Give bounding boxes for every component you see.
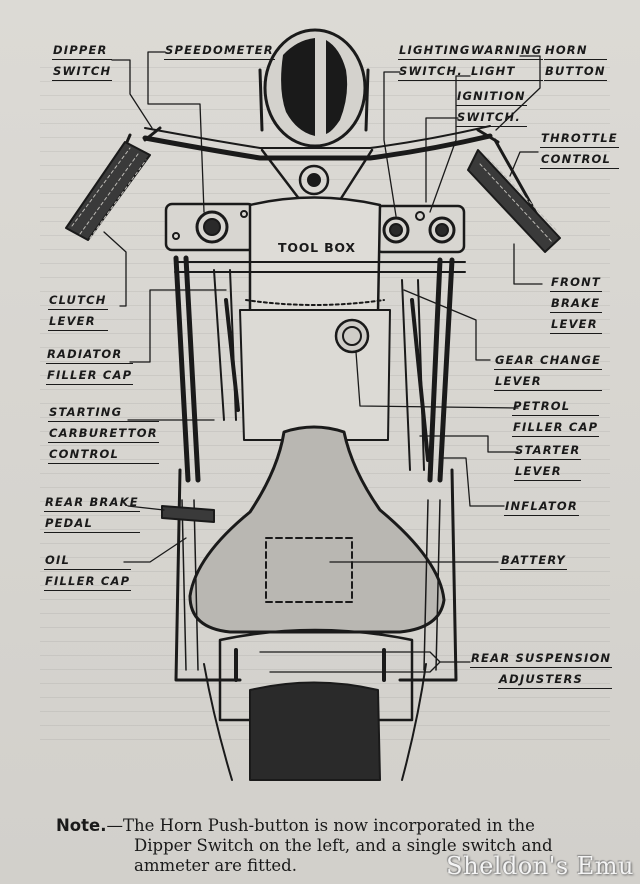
label-line: STARTER	[514, 442, 582, 460]
label-horn-button: HORN BUTTON	[544, 42, 607, 84]
label-line: BRAKE	[550, 295, 602, 313]
label-line: REAR BRAKE	[44, 494, 140, 512]
label-battery: BATTERY	[500, 552, 567, 573]
label-dipper-switch: DIPPER SWITCH	[52, 42, 113, 84]
label-petrol-filler-cap: PETROL FILLER CAP	[512, 398, 600, 440]
label-line: OIL	[44, 552, 132, 570]
label-line: LEVER	[514, 463, 582, 481]
label-line: PEDAL	[44, 515, 140, 533]
label-line: SWITCH.	[398, 63, 472, 81]
note-paragraph: Note.—The Horn Push-button is now incorp…	[56, 816, 616, 876]
seat	[188, 425, 446, 634]
label-line: FRONT	[550, 274, 602, 292]
label-starting-carburettor-control: STARTING CARBURETTOR CONTROL	[48, 404, 159, 467]
note-lead: Note.	[56, 816, 107, 835]
handlebar	[98, 125, 542, 222]
toolbox-text: TOOL BOX	[278, 240, 356, 255]
label-starter-lever: STARTER LEVER	[514, 442, 582, 484]
label-line: STARTING	[48, 404, 159, 422]
label-line: IGNITION	[456, 88, 527, 106]
label-clutch-lever: CLUTCH LEVER	[48, 292, 108, 334]
note-line-3: ammeter are fitted.	[134, 856, 297, 875]
label-throttle-control: THROTTLE CONTROL	[540, 130, 619, 172]
label-line: ADJUSTERS	[498, 671, 613, 689]
label-line: LIGHT	[470, 63, 544, 81]
note-line-2: Dipper Switch on the left, and a single …	[134, 836, 553, 855]
label-line: SWITCH	[52, 63, 113, 81]
label-rear-brake-pedal: REAR BRAKE PEDAL	[44, 494, 140, 536]
left-instrument-panel	[164, 202, 256, 252]
label-line: LIGHTING	[398, 42, 472, 60]
label-oil-filler-cap: OIL FILLER CAP	[44, 552, 132, 594]
label-lighting-switch: LIGHTING SWITCH.	[398, 42, 472, 84]
right-instrument-panel	[374, 204, 466, 254]
label-line: BUTTON	[544, 63, 607, 81]
label-ignition-switch: IGNITION SWITCH.	[456, 88, 527, 130]
label-line: WARNING	[470, 42, 544, 60]
label-line: THROTTLE	[540, 130, 619, 148]
label-line: INFLATOR	[504, 498, 579, 516]
label-line: FILLER CAP	[44, 573, 132, 591]
watermark: Sheldon's Emu	[446, 852, 634, 880]
note-line-1: —The Horn Push-button is now incorporate…	[106, 816, 535, 835]
label-line: RADIATOR	[46, 346, 134, 364]
headlamp	[258, 28, 370, 148]
leader-lines	[103, 51, 543, 673]
label-line: FILLER CAP	[512, 419, 600, 437]
label-line: FILLER CAP	[46, 367, 134, 385]
left-grip	[65, 141, 151, 241]
label-line: SWITCH.	[456, 109, 527, 127]
label-line: DIPPER	[52, 42, 113, 60]
label-line: BATTERY	[500, 552, 567, 570]
label-line: HORN	[544, 42, 607, 60]
label-rear-suspension-adjusters: REAR SUSPENSION ADJUSTERS	[470, 650, 613, 692]
label-line: CLUTCH	[48, 292, 108, 310]
label-inflator: INFLATOR	[504, 498, 579, 519]
label-line: PETROL	[512, 398, 600, 416]
label-line: CARBURETTOR	[48, 425, 159, 443]
label-line: LEVER	[48, 313, 108, 331]
label-gear-change-lever: GEAR CHANGE LEVER	[494, 352, 603, 394]
label-line: LEVER	[494, 373, 603, 391]
label-warning-light: WARNING LIGHT	[470, 42, 544, 84]
right-grip	[467, 149, 561, 253]
label-line: SPEEDOMETER	[164, 42, 275, 60]
label-line: GEAR CHANGE	[494, 352, 603, 370]
label-speedometer: SPEEDOMETER	[164, 42, 275, 63]
label-line: CONTROL	[540, 151, 619, 169]
label-radiator-filler-cap: RADIATOR FILLER CAP	[46, 346, 134, 388]
label-line: CONTROL	[48, 446, 159, 464]
label-line: LEVER	[550, 316, 602, 334]
label-front-brake-lever: FRONT BRAKE LEVER	[550, 274, 602, 337]
label-line: REAR SUSPENSION	[470, 650, 613, 668]
